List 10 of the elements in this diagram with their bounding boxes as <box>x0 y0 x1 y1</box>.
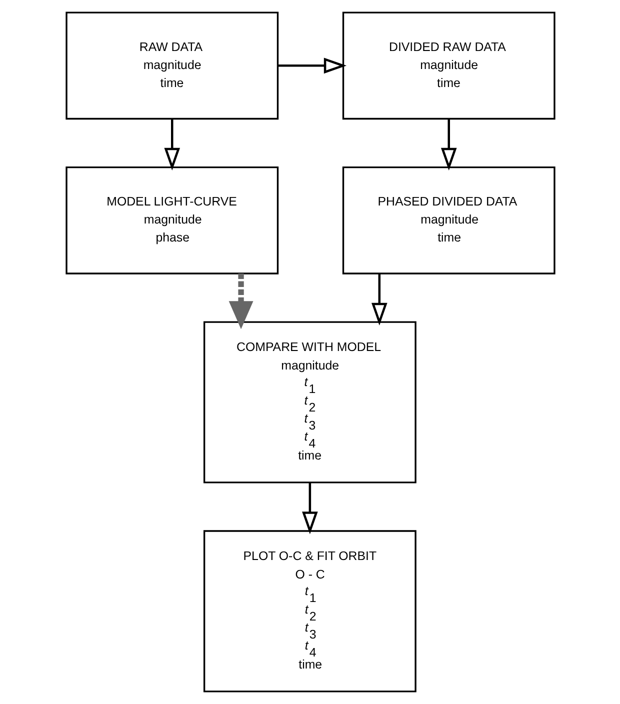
node-box: MODEL LIGHT-CURVE magnitude phase <box>65 166 278 274</box>
arrow <box>228 274 253 330</box>
arrow <box>277 58 346 74</box>
node-box: PHASED DIVIDED DATA magnitude time <box>342 166 555 274</box>
arrow <box>440 118 456 170</box>
arrow <box>302 482 318 534</box>
node-box: RAW DATA magnitude time <box>65 12 278 120</box>
arrow <box>164 118 180 170</box>
node-box: DIVIDED RAW DATA magnitude time <box>342 12 555 120</box>
arrow <box>370 274 387 326</box>
